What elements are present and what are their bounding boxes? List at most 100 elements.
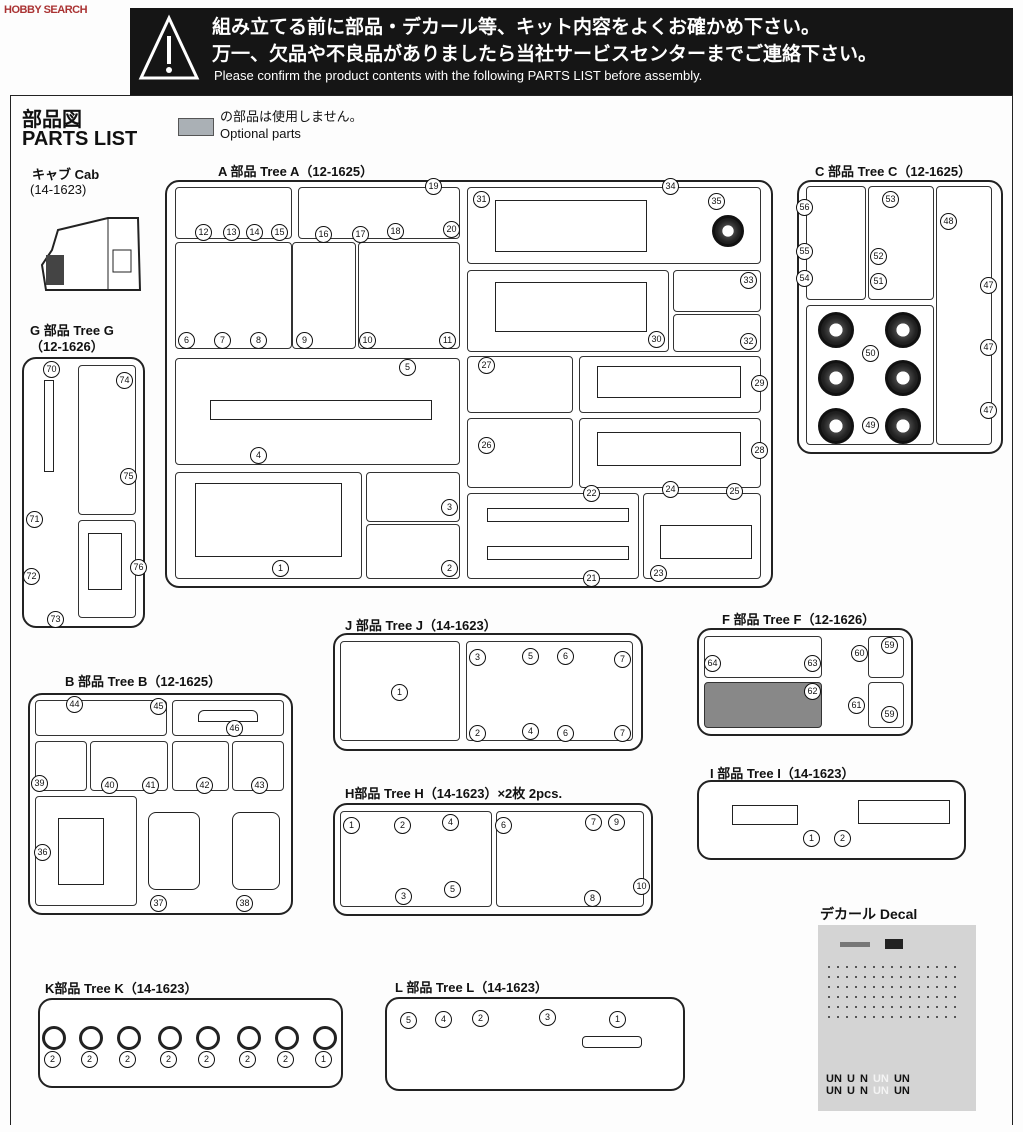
tree-j-title: J 部品 Tree J（14-1623） [345, 618, 497, 633]
part-number-c: 49 [862, 417, 879, 434]
tree-c-wheel [818, 312, 854, 348]
part-number-k: 2 [277, 1051, 294, 1068]
part-b37 [148, 812, 200, 890]
part-number-j: 7 [614, 651, 631, 668]
part-number-k: 2 [81, 1051, 98, 1068]
banner-jp-line-2: 万一、欠品や不良品がありましたら当社サービスセンターまでご連絡下さい。 [212, 43, 878, 65]
part-number-a: 2 [441, 560, 458, 577]
part-k-ring [117, 1026, 141, 1050]
part-number-a: 25 [726, 483, 743, 500]
warning-banner [130, 8, 1013, 95]
part-number-a: 30 [648, 331, 665, 348]
part-number-a: 27 [478, 357, 495, 374]
part-number-c: 50 [862, 345, 879, 362]
part-k-ring [79, 1026, 103, 1050]
part-number-j: 3 [469, 649, 486, 666]
part-number-a: 5 [399, 359, 416, 376]
part-number-k: 1 [315, 1051, 332, 1068]
part-number-c: 56 [796, 199, 813, 216]
decal-mark: UN [893, 1073, 910, 1085]
tree-a-title: A 部品 Tree A（12-1625） [218, 164, 374, 179]
part-number-f: 59 [881, 637, 898, 654]
tree-g-frame [22, 357, 145, 628]
tree-c-wheel [885, 360, 921, 396]
part-number-b: 44 [66, 696, 83, 713]
part-number-l: 2 [472, 1010, 489, 1027]
decal-sheet: UN U N UN UN UN U N UN UN [818, 925, 976, 1111]
tree-b-cell [35, 741, 87, 791]
part-number-c: 51 [870, 273, 887, 290]
part-number-b: 43 [251, 777, 268, 794]
part-number-h: 9 [608, 814, 625, 831]
part-number-j: 6 [557, 648, 574, 665]
tree-g-code: （12-1626） [30, 339, 104, 354]
part-number-h: 2 [394, 817, 411, 834]
part-number-b: 42 [196, 777, 213, 794]
cab-drawing [40, 217, 142, 291]
part-number-g: 71 [26, 511, 43, 528]
tree-f-optional-part-62 [704, 682, 822, 728]
part-a28-rack [597, 432, 741, 466]
part-number-a: 32 [740, 333, 757, 350]
tree-j-cell [340, 641, 460, 741]
tree-l-title: L 部品 Tree L（14-1623） [395, 980, 548, 995]
tree-a-cell [358, 242, 460, 349]
tree-a-cell [366, 472, 460, 522]
part-number-k: 2 [239, 1051, 256, 1068]
part-number-i: 2 [834, 830, 851, 847]
part-number-g: 76 [130, 559, 147, 576]
tree-b-cell [90, 741, 168, 791]
part-number-c: 55 [796, 243, 813, 260]
part-number-a: 6 [178, 332, 195, 349]
tree-a-cell [366, 524, 460, 579]
tree-f-cell [704, 636, 822, 678]
part-number-a: 11 [439, 332, 456, 349]
part-number-i: 1 [803, 830, 820, 847]
decal-mark: UN [893, 1085, 910, 1097]
part-number-a: 13 [223, 224, 240, 241]
part-number-f: 59 [881, 706, 898, 723]
part-number-k: 2 [160, 1051, 177, 1068]
part-number-k: 2 [44, 1051, 61, 1068]
part-number-c: 54 [796, 270, 813, 287]
heading-jp: 部品図 [22, 109, 82, 131]
part-number-g: 73 [47, 611, 64, 628]
tree-a-cell [175, 358, 460, 465]
decal-mark: U [846, 1073, 855, 1085]
part-number-a: 19 [425, 178, 442, 195]
part-number-j: 5 [522, 648, 539, 665]
part-number-g: 72 [23, 568, 40, 585]
part-number-a: 4 [250, 447, 267, 464]
part-number-a: 17 [352, 226, 369, 243]
part-number-h: 6 [495, 817, 512, 834]
tree-a-cell [467, 187, 761, 264]
part-number-a: 8 [250, 332, 267, 349]
tree-j-frame [333, 633, 643, 751]
part-number-h: 8 [584, 890, 601, 907]
decal-un-marks: UN U N UN UN UN U N UN UN [826, 1073, 936, 1097]
part-number-a: 20 [443, 221, 460, 238]
part-number-h: 1 [343, 817, 360, 834]
part-number-l: 4 [435, 1011, 452, 1028]
decal-title: デカール Decal [820, 906, 918, 922]
part-a29-rack [597, 366, 741, 398]
part-g70 [44, 380, 54, 472]
tree-i-title: I 部品 Tree I（14-1623） [710, 766, 855, 781]
border-right [1012, 95, 1013, 1125]
decal-mark: UN [826, 1085, 842, 1097]
tree-b-cell [35, 700, 167, 736]
part-number-f: 60 [851, 645, 868, 662]
part-number-g: 74 [116, 372, 133, 389]
part-number-a: 1 [272, 560, 289, 577]
part-number-j: 7 [614, 725, 631, 742]
banner-jp-line-1: 組み立てる前に部品・デカール等、キット内容をよくお確かめ下さい。 [212, 16, 821, 38]
cab-code: (14-1623) [30, 182, 87, 197]
part-number-a: 21 [583, 570, 600, 587]
decal-mark: UN [872, 1085, 889, 1097]
part-i2 [858, 800, 950, 824]
cab-label: キャブ Cab [32, 167, 100, 182]
part-number-f: 64 [704, 655, 721, 672]
part-number-h: 4 [442, 814, 459, 831]
part-a23-seat [660, 525, 752, 559]
